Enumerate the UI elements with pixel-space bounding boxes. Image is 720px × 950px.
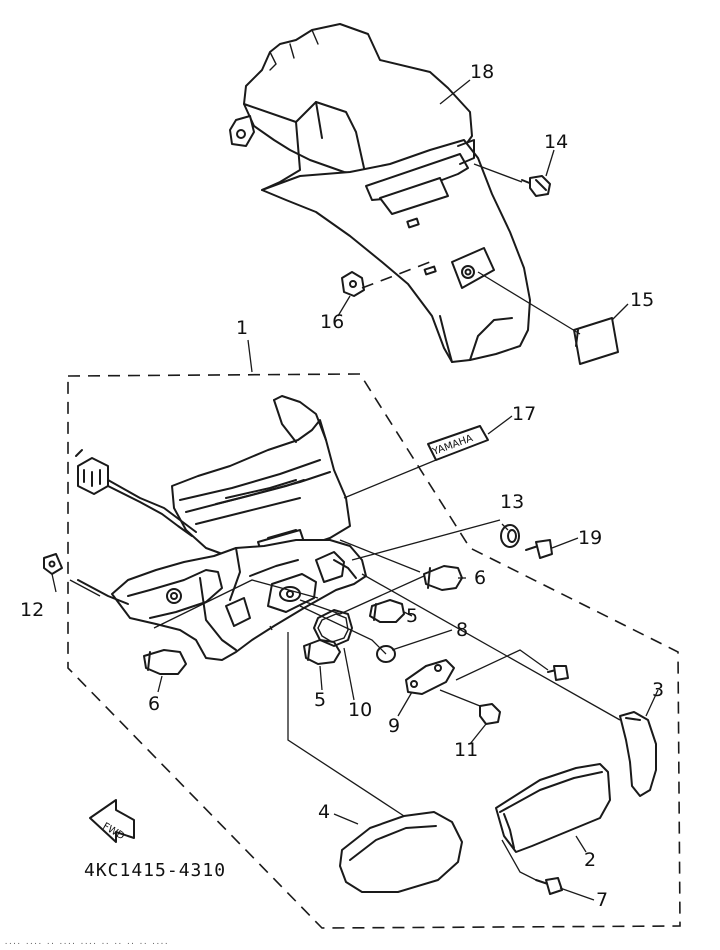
callout-14: 14 xyxy=(544,131,568,153)
screw-19 xyxy=(525,539,553,559)
callout-4: 4 xyxy=(318,801,330,823)
callout-11: 11 xyxy=(454,739,478,761)
fwd-arrow: FWD xyxy=(89,799,135,843)
wire-harness xyxy=(75,449,197,605)
part-code: 4KC1415-4310 xyxy=(84,860,226,881)
callout-12: 12 xyxy=(20,599,44,621)
bulb-6-right xyxy=(423,565,463,591)
callout-13: 13 xyxy=(500,491,524,513)
callout-5-right: 5 xyxy=(406,605,418,627)
leader-lines xyxy=(51,79,659,901)
clip-12 xyxy=(43,553,63,575)
callout-10: 10 xyxy=(348,699,372,721)
bulb-5-right xyxy=(369,599,405,623)
bulb-6-left xyxy=(143,649,187,675)
screw-7 xyxy=(535,877,563,895)
callout-8: 8 xyxy=(456,619,468,641)
callout-15: 15 xyxy=(630,289,654,311)
screw-14 xyxy=(521,175,551,197)
socket-9 xyxy=(405,659,455,695)
nut-16 xyxy=(341,271,365,297)
rear-fender-part xyxy=(229,23,531,363)
callout-9: 9 xyxy=(388,715,400,737)
callout-2: 2 xyxy=(584,849,596,871)
lens-4 xyxy=(339,811,463,893)
callout-17: 17 xyxy=(512,403,536,425)
taillight-housing-part xyxy=(111,539,367,661)
callout-1: 1 xyxy=(236,317,248,339)
callout-6-right: 6 xyxy=(474,567,486,589)
callout-6-left: 6 xyxy=(148,693,160,715)
bulb-5-left xyxy=(303,639,341,665)
callout-labels: 1 2 3 4 5 5 6 6 7 8 9 10 11 12 13 14 15 … xyxy=(20,61,664,911)
assembly-boundary xyxy=(67,373,681,929)
lens-3 xyxy=(619,711,657,797)
callout-19: 19 xyxy=(578,527,602,549)
callout-7: 7 xyxy=(596,889,608,911)
callout-18: 18 xyxy=(470,61,494,83)
grommet-13 xyxy=(500,524,520,548)
reflector-15 xyxy=(573,317,619,365)
footer-text: ···· ···· ·· ···· ···· ·· ·· ·· ·· ···· xyxy=(4,940,168,948)
gasket-10 xyxy=(313,609,353,647)
callout-3: 3 xyxy=(652,679,664,701)
callout-5-left: 5 xyxy=(314,689,326,711)
callout-16: 16 xyxy=(320,311,344,333)
screw-small xyxy=(547,665,569,681)
yamaha-emblem-17: YAMAHA xyxy=(427,425,489,461)
lens-2 xyxy=(495,763,611,853)
bulb-11 xyxy=(479,703,501,725)
